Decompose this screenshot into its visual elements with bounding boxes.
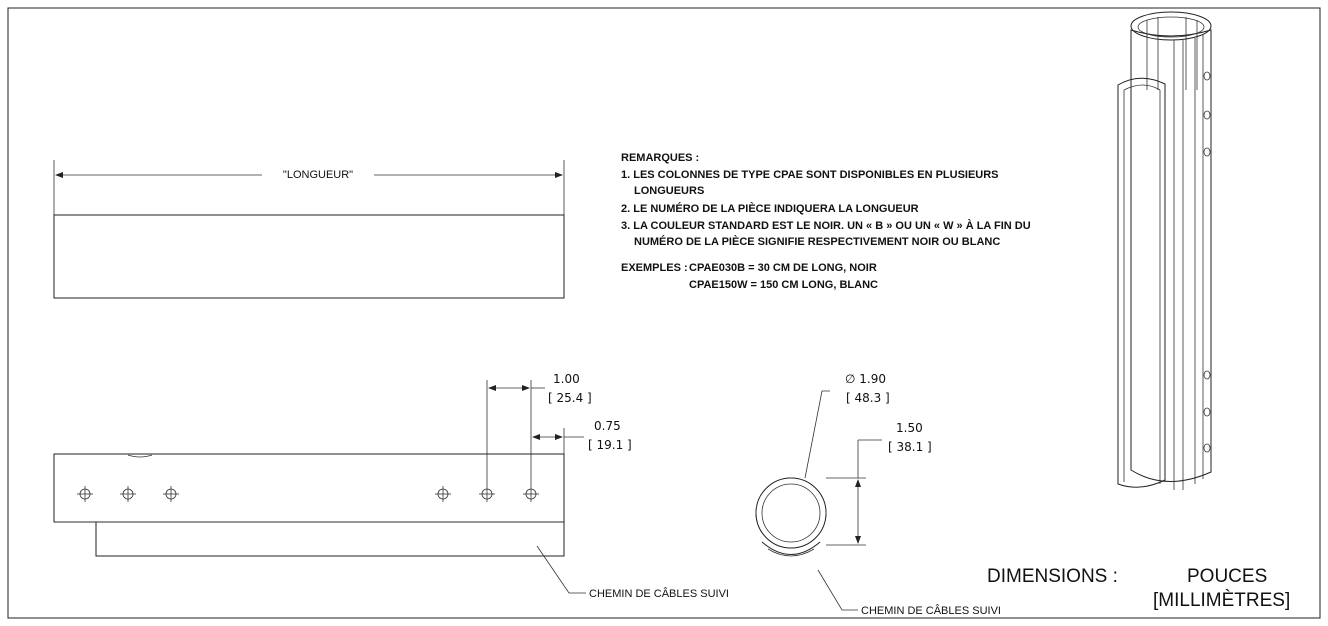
length-label: "LONGUEUR" [283, 169, 353, 181]
example-2: CPAE150W = 150 CM LONG, BLANC [689, 279, 878, 291]
examples-label: EXEMPLES : [621, 262, 688, 274]
hole-spacing-inches: 1.00 [553, 372, 580, 386]
mounting-hole [120, 486, 136, 502]
note-line: 3. LA COULEUR STANDARD EST LE NOIR. UN «… [621, 219, 1031, 232]
height-inches: 1.50 [896, 421, 923, 435]
top-view: "LONGUEUR" [53, 160, 565, 299]
mounting-hole [479, 486, 495, 502]
column-top-view [53, 214, 565, 299]
units-secondary: [MILLIMÈTRES] [1153, 590, 1290, 611]
side-callout-label: CHEMIN DE CÂBLES SUIVI [589, 587, 729, 600]
cable-channel-section [761, 541, 821, 555]
note-line: LONGUEURS [634, 185, 704, 197]
notes-block: REMARQUES : 1. LES COLONNES DE TYPE CPAE… [621, 152, 1031, 291]
units-block: DIMENSIONS : POUCES [MILLIMÈTRES] [987, 566, 1290, 611]
tube-cable-channel [1117, 77, 1166, 488]
tube-top-opening [1130, 11, 1212, 41]
note-line: 1. LES COLONNES DE TYPE CPAE SONT DISPON… [621, 169, 999, 181]
mounting-hole [163, 486, 179, 502]
note-line: NUMÉRO DE LA PIÈCE SIGNIFIE RESPECTIVEME… [634, 235, 1000, 248]
column-section-inner [761, 483, 821, 543]
diameter-mm: [ 48.3 ] [846, 391, 890, 405]
mounting-hole [435, 486, 451, 502]
column-section-outer [755, 477, 827, 549]
mounting-hole [523, 486, 539, 502]
section-callout-leader [817, 569, 858, 611]
isometric-column-view [1117, 11, 1212, 490]
mounting-holes [77, 486, 539, 502]
side-view: 1.00 [ 25.4 ] 0.75 [ 19.1 ] CHEMIN DE CÂ… [53, 372, 729, 600]
note-line: 2. LE NUMÉRO DE LA PIÈCE INDIQUERA LA LO… [621, 202, 919, 215]
height-mm: [ 38.1 ] [888, 440, 932, 454]
notes-title: REMARQUES : [621, 152, 699, 164]
drawing-border [7, 7, 1321, 619]
hole-spacing-mm: [ 25.4 ] [548, 391, 592, 405]
end-offset-inches: 0.75 [594, 419, 621, 433]
diameter-inches: ∅ 1.90 [845, 372, 886, 386]
section-callout-label: CHEMIN DE CÂBLES SUIVI [861, 604, 1001, 617]
units-primary: POUCES [1187, 566, 1267, 587]
cable-channel-side [95, 522, 565, 557]
mounting-hole [77, 486, 93, 502]
column-side-body [53, 453, 565, 523]
section-view: ∅ 1.90 [ 48.3 ] 1.50 [ 38.1 ] CHEMIN DE … [755, 372, 1001, 617]
example-1: CPAE030B = 30 CM DE LONG, NOIR [689, 262, 877, 274]
side-callout-leader [536, 545, 586, 594]
units-label: DIMENSIONS : [987, 566, 1118, 587]
end-offset-mm: [ 19.1 ] [588, 438, 632, 452]
